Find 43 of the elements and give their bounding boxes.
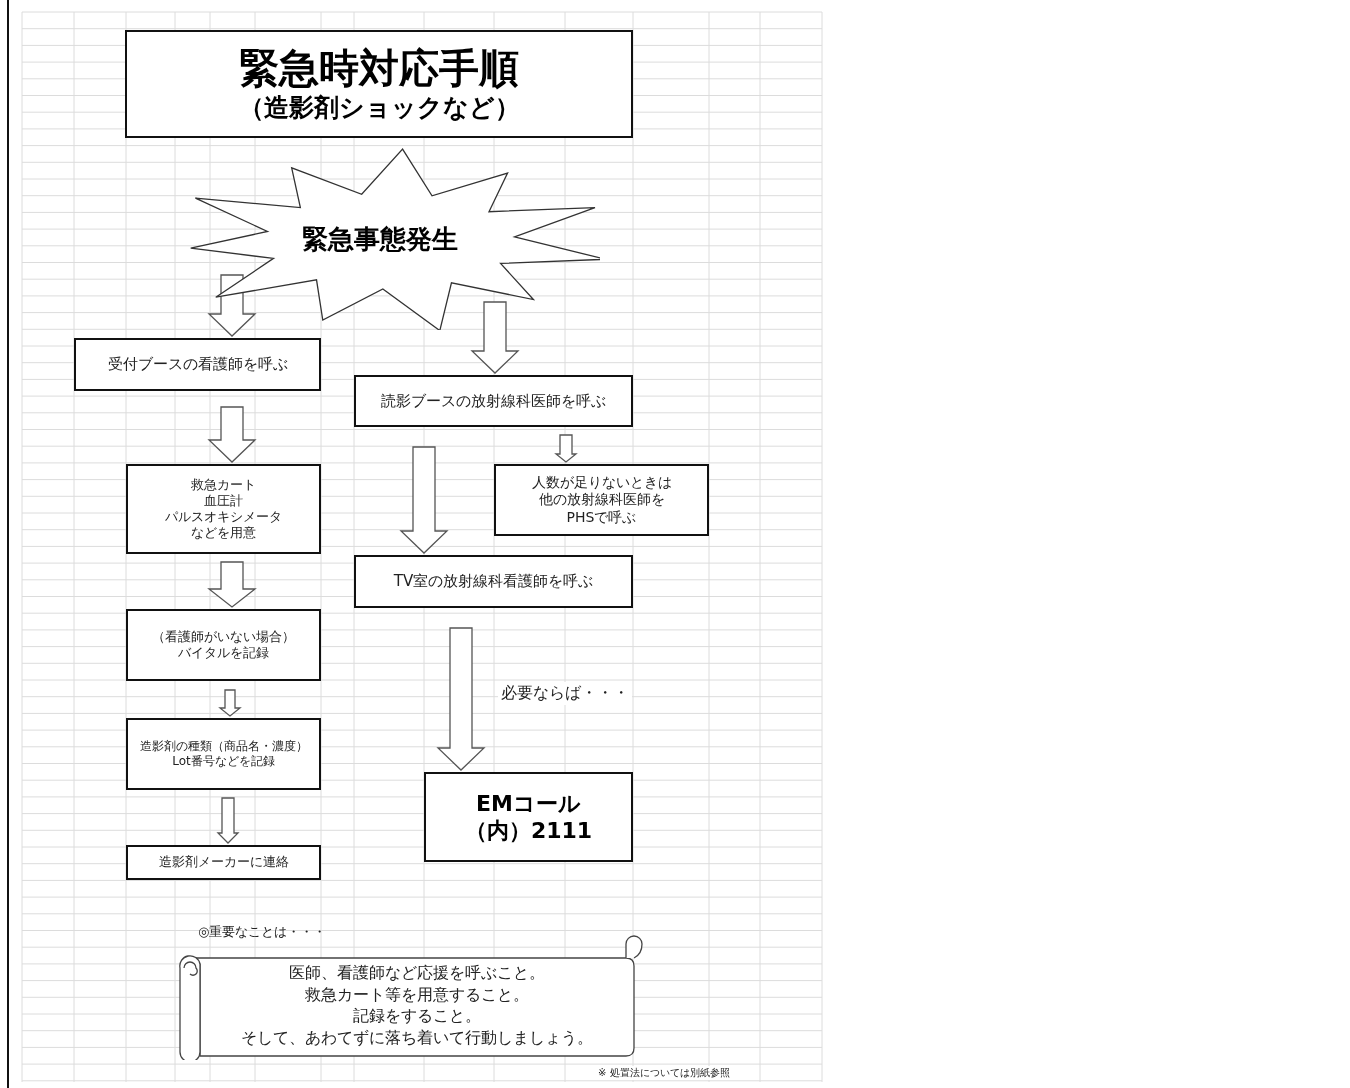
box-text: TV室の放射線科看護師を呼ぶ xyxy=(393,572,594,591)
box-text: 受付ブースの看護師を呼ぶ xyxy=(107,355,288,374)
block-arrow xyxy=(218,689,242,717)
event-text: 緊急事態発生 xyxy=(302,222,458,256)
subtitle-text: （造影剤ショックなど） xyxy=(238,91,520,124)
note-text: 記録をすること。 xyxy=(353,1005,481,1028)
process-box xyxy=(126,464,321,554)
box-text: （内）2111 xyxy=(464,817,593,845)
note-text: 救急カート等を用意すること。 xyxy=(305,983,529,1006)
process-box xyxy=(126,718,321,790)
block-arrow xyxy=(207,561,257,608)
box-text: などを用意 xyxy=(191,525,256,542)
block-arrow xyxy=(399,446,449,554)
note-heading: ◎重要なことは・・・ xyxy=(198,924,327,941)
box-text: バイタルを記録 xyxy=(178,645,269,662)
box-text: 造影剤メーカーに連絡 xyxy=(158,854,289,871)
process-box xyxy=(494,464,709,536)
box-text: 救急カート xyxy=(191,476,256,493)
box-text: 血圧計 xyxy=(204,492,243,509)
block-arrow xyxy=(216,797,240,844)
process-box xyxy=(424,772,633,862)
box-text: 造影剤の種類（商品名・濃度） xyxy=(139,739,308,754)
note-text: 医師、看護師など応援を呼ぶこと。 xyxy=(289,962,545,984)
title-text: 緊急時対応手順 xyxy=(239,43,519,92)
footnote: ※ 処置法については別紙参照 xyxy=(598,1066,730,1080)
process-box xyxy=(126,609,321,681)
box-text: 人数が足りないときは他の放射線科医師をPHSで呼ぶ xyxy=(530,473,673,527)
box-text: パルスオキシメータ xyxy=(165,509,282,526)
box-text: Lot番号などを記録 xyxy=(172,754,275,769)
process-box xyxy=(126,845,321,880)
block-arrow xyxy=(436,627,486,771)
block-arrow xyxy=(470,301,520,374)
process-box xyxy=(354,555,633,608)
process-box xyxy=(74,338,321,391)
process-box xyxy=(354,375,633,427)
box-text: 読影ブースの放射線科医師を呼ぶ xyxy=(381,391,606,411)
note-text: そして、あわてずに落ち着いて行動しましょう。 xyxy=(241,1027,593,1049)
title-box xyxy=(125,30,633,138)
block-arrow xyxy=(207,406,257,463)
box-text: EMコール xyxy=(476,789,581,817)
box-text: （看護師がいない場合） xyxy=(152,628,295,645)
block-arrow xyxy=(554,434,578,463)
edge-label: 必要ならば・・・ xyxy=(498,682,632,705)
